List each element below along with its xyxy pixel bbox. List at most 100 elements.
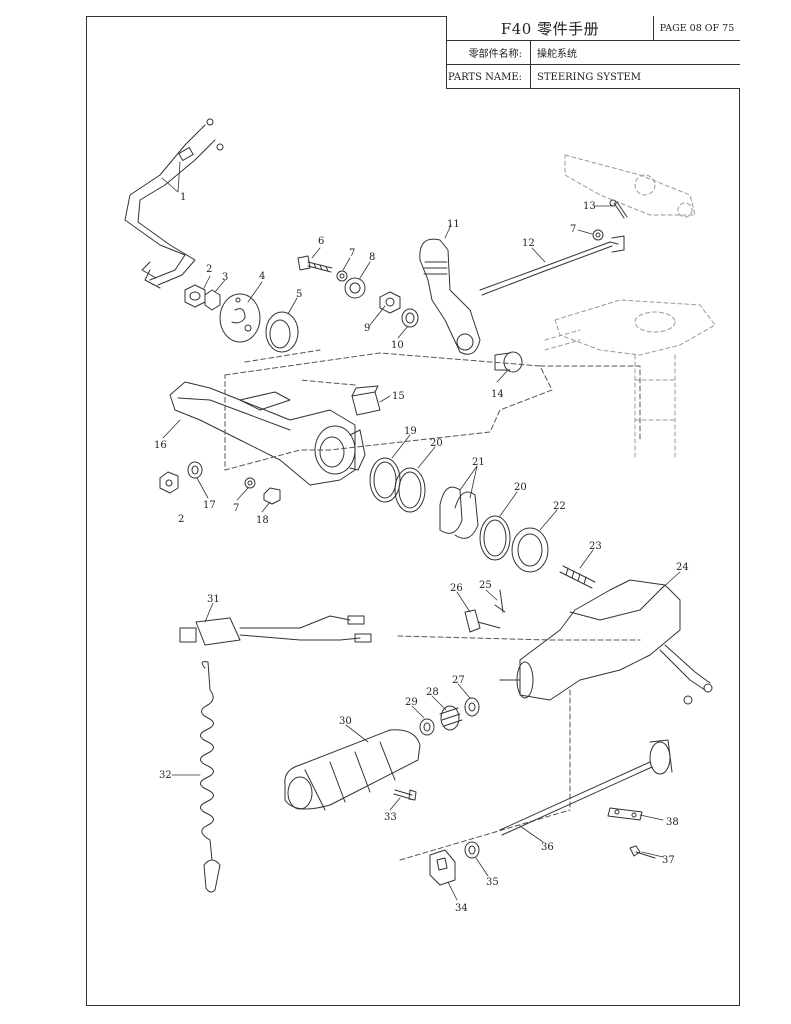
parts-name-cn-value: 操舵系统	[537, 49, 577, 60]
callout-7-right: 7	[570, 224, 576, 235]
drawing-frame	[86, 16, 740, 1006]
part-22-bushing	[511, 527, 549, 573]
callout-18: 18	[256, 515, 269, 526]
callout-26: 26	[450, 583, 463, 594]
callout-30: 30	[339, 716, 352, 727]
part-33-screw	[393, 789, 417, 801]
part-11-lever	[419, 238, 481, 355]
callout-20-a: 20	[430, 438, 443, 449]
callout-32: 32	[159, 770, 172, 781]
title-block: F40 零件手册 PAGE 08 OF 75 零部件名称: 操舵系统 PARTS…	[446, 16, 740, 89]
callout-2-top: 2	[206, 264, 212, 275]
callout-27: 27	[452, 675, 465, 686]
callout-19: 19	[404, 426, 417, 437]
part-3-washer	[204, 289, 221, 311]
part-20-ring	[394, 467, 426, 513]
part-12-rod	[479, 235, 625, 296]
part-8-nut	[344, 277, 366, 299]
callout-15: 15	[392, 391, 405, 402]
part-32-lanyard	[200, 661, 221, 893]
callout-6: 6	[318, 236, 324, 247]
callout-36: 36	[541, 842, 554, 853]
title-row: F40 零件手册 PAGE 08 OF 75	[447, 16, 740, 41]
part-7-washer-right	[592, 229, 604, 241]
callout-37: 37	[662, 855, 675, 866]
part-15-block	[351, 385, 381, 416]
assembly-guide-lines	[224, 349, 641, 861]
callout-2-lower: 2	[178, 514, 184, 525]
part-18-cap-nut	[263, 487, 281, 505]
part-30-throttle-grip	[284, 729, 421, 811]
ghost-swivel-bracket	[544, 299, 716, 461]
part-13-cotter-pin	[609, 199, 628, 219]
part-9-nut	[379, 291, 401, 314]
parts-name-cn-row: 零部件名称: 操舵系统	[447, 41, 740, 65]
callout-7-top: 7	[349, 248, 355, 259]
part-24-steering-handle	[499, 579, 713, 705]
parts-name-en-row: PARTS NAME: STEERING SYSTEM	[447, 65, 740, 89]
part-34-clamp	[429, 849, 456, 886]
callout-24: 24	[676, 562, 689, 573]
part-20-ring-b	[479, 515, 511, 561]
manual-title: F40 零件手册	[500, 19, 600, 38]
leader-lines	[161, 161, 681, 901]
callout-17: 17	[203, 500, 216, 511]
part-6-bolt	[297, 255, 333, 273]
part-26-knob-shaft	[464, 609, 501, 633]
callout-22: 22	[553, 501, 566, 512]
part-7-washer	[336, 270, 348, 282]
callout-8: 8	[369, 252, 375, 263]
callout-14: 14	[491, 389, 504, 400]
part-28-spring	[439, 705, 463, 731]
part-2-nut	[184, 284, 206, 308]
callout-21: 21	[472, 457, 485, 468]
callout-23: 23	[589, 541, 602, 552]
part-23-stud	[559, 565, 596, 589]
callout-20-b: 20	[514, 482, 527, 493]
part-37-screw	[629, 845, 656, 859]
part-1-cable	[124, 118, 224, 289]
page-number: PAGE 08 OF 75	[653, 16, 740, 40]
part-5-bushing	[265, 311, 299, 353]
part-29-washer	[419, 718, 435, 736]
ghost-tiller-bracket	[564, 154, 696, 218]
callout-3: 3	[222, 272, 228, 283]
part-25-cotter-pin	[494, 589, 506, 613]
callout-25: 25	[479, 580, 492, 591]
callout-28: 28	[426, 687, 439, 698]
part-2-nut-lower	[159, 471, 179, 494]
parts-name-en-label: PARTS NAME:	[447, 65, 531, 89]
callout-31: 31	[207, 594, 220, 605]
part-21-split-bushing	[439, 486, 479, 539]
part-35-washer	[464, 841, 480, 859]
part-14-pin	[494, 351, 523, 373]
part-10-spring-washer	[401, 308, 419, 328]
callout-33: 33	[384, 812, 397, 823]
part-7-washer-lower	[244, 477, 256, 489]
part-36-shaft	[499, 739, 673, 836]
callout-labels: 1 2 3 4 5 6 7 8 9 10 11 12 13 7 14 15 16…	[154, 192, 689, 914]
callout-11: 11	[447, 219, 460, 230]
callout-29: 29	[405, 697, 418, 708]
callout-16: 16	[154, 440, 167, 451]
part-4-plate	[219, 293, 261, 343]
callout-10: 10	[391, 340, 404, 351]
part-16-tiller-bracket	[169, 381, 366, 486]
parts-name-cn-label: 零部件名称:	[447, 41, 531, 64]
part-17-washer	[187, 461, 203, 479]
part-38-plate	[607, 807, 643, 821]
part-27-bushing	[464, 697, 480, 717]
parts-name-en-value: STEERING SYSTEM	[537, 71, 642, 83]
callout-1: 1	[180, 192, 186, 203]
callout-35: 35	[486, 877, 499, 888]
callout-13: 13	[583, 201, 596, 212]
callout-4: 4	[259, 271, 265, 282]
part-31-stop-switch	[179, 615, 372, 646]
callout-38: 38	[666, 817, 679, 828]
callout-5: 5	[296, 289, 302, 300]
part-19-ring	[369, 457, 401, 503]
callout-7-lower: 7	[233, 503, 239, 514]
callout-12: 12	[522, 238, 535, 249]
callout-9: 9	[364, 323, 370, 334]
